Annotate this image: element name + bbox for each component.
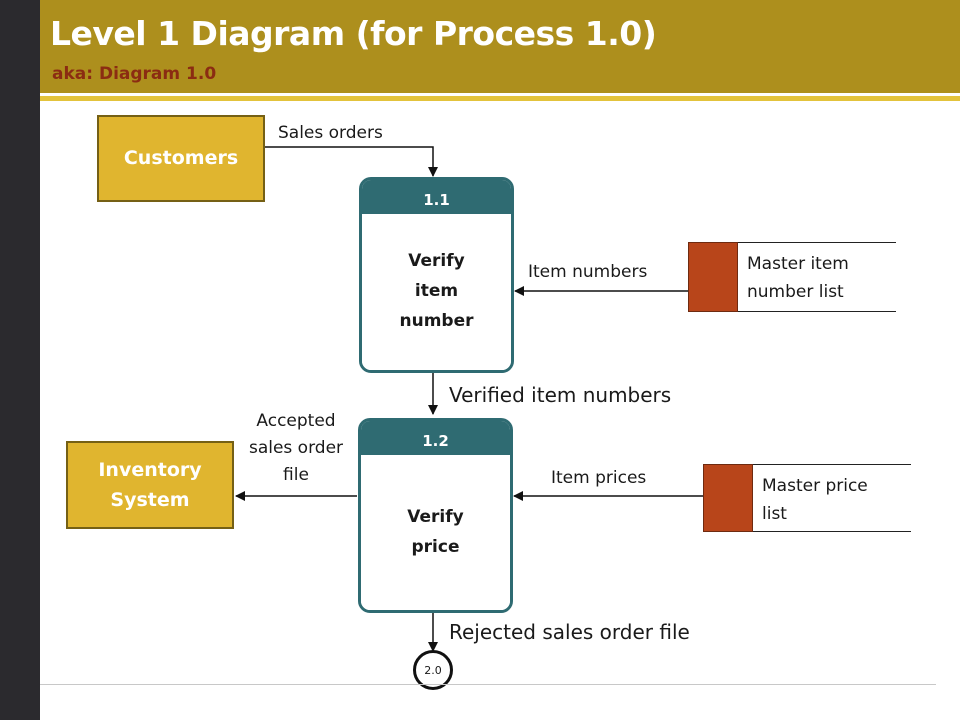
store-master-price-top-line [703, 464, 911, 465]
store-master-item-top-line [688, 242, 896, 243]
sidebar-strip [0, 0, 40, 720]
flow-label-accepted-line-3: file [283, 465, 309, 486]
entity-customers: Customers [97, 115, 265, 202]
store-master-item-line-2: number list [747, 282, 844, 303]
page-subtitle: aka: Diagram 1.0 [52, 64, 217, 84]
store-master-price-line-2: list [762, 504, 787, 525]
process-1-1-id: 1.1 [362, 180, 511, 214]
store-master-price-bottom-line [703, 531, 911, 532]
flow-label-sales-orders: Sales orders [278, 123, 383, 143]
process-1-2-line-2: price [411, 536, 460, 557]
process-1-1-line-1: Verify [408, 251, 465, 272]
store-master-item-marker [688, 242, 738, 312]
connector-2-0-label: 2.0 [424, 663, 442, 677]
process-1-2-id: 1.2 [361, 421, 510, 455]
process-1-1-line-3: number [399, 310, 474, 331]
flow-label-accepted-file: Accepted sales order file [240, 408, 352, 490]
sidebar-top [0, 0, 40, 93]
page-title: Level 1 Diagram (for Process 1.0) [50, 14, 657, 53]
store-master-item-line-1: Master item [747, 254, 849, 274]
process-1-1-body: Verify item number [362, 214, 511, 370]
process-1-2-line-1: Verify [407, 506, 464, 527]
store-master-item-bottom-line [688, 311, 896, 312]
header-bar [0, 0, 960, 93]
flow-label-accepted-line-2: sales order [248, 438, 344, 459]
process-1-1: 1.1 Verify item number [359, 177, 514, 373]
store-master-item-label: Master item number list [747, 250, 849, 306]
connector-2-0: 2.0 [413, 650, 453, 690]
entity-customers-label: Customers [123, 147, 239, 170]
store-master-price-line-1: Master price [762, 476, 868, 496]
flow-label-item-numbers: Item numbers [528, 262, 648, 282]
store-master-price-label: Master price list [762, 472, 868, 528]
entity-inventory-label-1: Inventory [98, 458, 202, 481]
entity-inventory-system: Inventory System [66, 441, 234, 529]
flow-label-accepted-line-1: Accepted [256, 411, 336, 431]
flow-label-rejected-file: Rejected sales order file [449, 620, 690, 644]
header-rule [40, 96, 960, 101]
entity-inventory-label-2: System [110, 489, 190, 511]
process-1-1-line-2: item [414, 281, 459, 302]
store-master-price-marker [703, 464, 753, 532]
flow-label-verified-item-numbers: Verified item numbers [449, 383, 672, 407]
process-1-2-body: Verify price [361, 455, 510, 610]
arrow-sales-orders [265, 146, 438, 177]
footer-rule [40, 684, 936, 685]
process-1-2: 1.2 Verify price [358, 418, 513, 613]
flow-label-item-prices: Item prices [551, 468, 647, 488]
